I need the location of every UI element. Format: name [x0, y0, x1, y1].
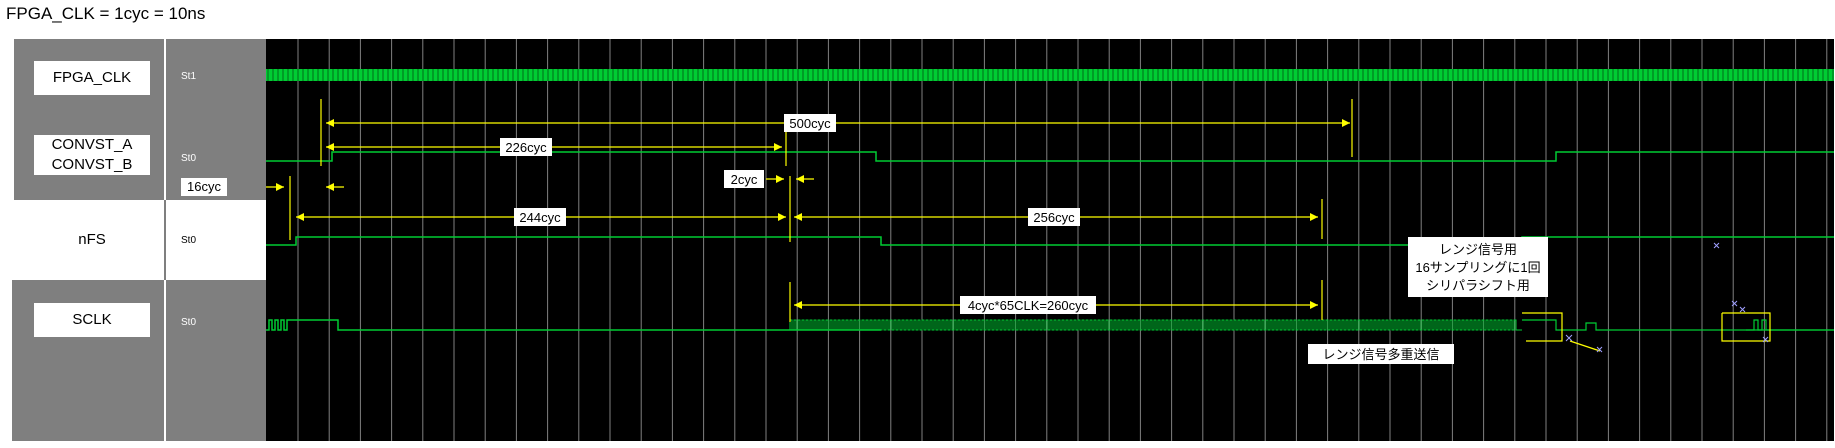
- annotation-labels: 500cyc 226cyc 244cyc 256cyc 4cyc*65CLK=2…: [500, 114, 1548, 364]
- signal-name-sclk[interactable]: SCLK: [34, 303, 150, 337]
- label-2cyc: 2cyc: [731, 172, 758, 187]
- cross-1: [1565, 334, 1573, 342]
- value-band-nfs: [164, 200, 268, 280]
- value-band-top: [164, 37, 268, 202]
- range-bracket-1: [1522, 312, 1563, 342]
- label-256cyc: 256cyc: [1033, 210, 1075, 225]
- head-244-right: [778, 213, 786, 221]
- label-bg-range-note: [1408, 237, 1548, 297]
- sclk-burst: [789, 319, 1522, 331]
- value-band-bottom: [164, 280, 268, 441]
- sclk-wave-tail: [1522, 319, 1834, 331]
- head-2-right: [796, 175, 804, 183]
- label-16cyc: 16cyc: [181, 178, 227, 196]
- sclk-wave-start: [266, 319, 881, 331]
- signal-name-column: FPGA_CLK CONVST_A CONVST_B nFS SCLK: [12, 37, 166, 441]
- signal-band-nfs: [12, 200, 164, 280]
- cross-3: [1713, 242, 1720, 249]
- head-226-left: [326, 143, 334, 151]
- cross-2: [1596, 346, 1603, 353]
- fpga-clk-edges: [267, 69, 1834, 81]
- signal-name-fpga-clk[interactable]: FPGA_CLK: [34, 61, 150, 95]
- label-bg-2cyc: [724, 170, 764, 188]
- time-grid: [297, 39, 1828, 441]
- arrow-heads: [276, 119, 1350, 309]
- sclk-range-pulse: [1746, 319, 1834, 331]
- value-convst: St0: [181, 153, 197, 164]
- head-260-left: [794, 301, 802, 309]
- label-244cyc: 244cyc: [519, 210, 561, 225]
- label-bg-256: [1028, 208, 1080, 226]
- range-bracket-2: [1721, 312, 1771, 342]
- head-256-left: [794, 213, 802, 221]
- cross-6: [1731, 300, 1738, 307]
- label-range-note-3: シリパラシフト用: [1426, 278, 1530, 293]
- head-500-left: [326, 119, 334, 127]
- label-bg-244: [514, 208, 566, 226]
- value-sclk: St0: [181, 317, 197, 328]
- fpga-clk-wave: [266, 69, 1834, 81]
- head-16-right: [326, 183, 334, 191]
- head-16-left: [276, 183, 284, 191]
- head-226-right: [774, 143, 782, 151]
- label-range-note-2: 16サンプリングに1回: [1415, 260, 1540, 275]
- label-226cyc: 226cyc: [505, 140, 547, 155]
- head-500-right: [1342, 119, 1350, 127]
- waveform-canvas[interactable]: 500cyc 226cyc 244cyc 256cyc 4cyc*65CLK=2…: [236, 37, 1834, 441]
- range-leader: [1569, 340, 1601, 352]
- waveform-panel: FPGA_CLK CONVST_A CONVST_B nFS SCLK St1 …: [12, 37, 1834, 441]
- label-bg-260: [960, 296, 1096, 314]
- label-500cyc: 500cyc: [789, 116, 831, 131]
- head-244-left: [296, 213, 304, 221]
- cross-4: [1739, 306, 1746, 313]
- head-2-left: [776, 175, 784, 183]
- label-bg-226: [500, 138, 552, 156]
- label-range-note-1: レンジ信号用: [1439, 242, 1517, 257]
- convst-wave: [266, 151, 1834, 162]
- waveform-area[interactable]: 500cyc 226cyc 244cyc 256cyc 4cyc*65CLK=2…: [236, 37, 1834, 441]
- waveform-background: [266, 37, 1834, 441]
- time-markers: [236, 99, 1771, 352]
- label-bg-multi: [1308, 344, 1454, 364]
- label-bg-500: [784, 114, 836, 132]
- label-multi-send: レンジ信号多重送信: [1322, 347, 1439, 362]
- sclk-wave: [266, 319, 1834, 331]
- signal-name-nfs[interactable]: nFS: [78, 231, 106, 248]
- cross-5: [1762, 336, 1769, 343]
- label-260cyc: 4cyc*65CLK=260cyc: [968, 298, 1089, 313]
- value-fpga-clk: St1: [181, 71, 197, 82]
- waveform-top-edge: [266, 37, 1834, 39]
- head-256-right: [1310, 213, 1318, 221]
- head-260-right: [1310, 301, 1318, 309]
- signal-name-convst[interactable]: CONVST_A CONVST_B: [34, 135, 150, 175]
- signal-value-column: St1 St0 St0 St0: [164, 37, 268, 441]
- time-scale-caption: FPGA_CLK = 1cyc = 10ns: [6, 4, 206, 23]
- marker-crosses: [1565, 242, 1769, 353]
- value-nfs: St0: [181, 235, 197, 246]
